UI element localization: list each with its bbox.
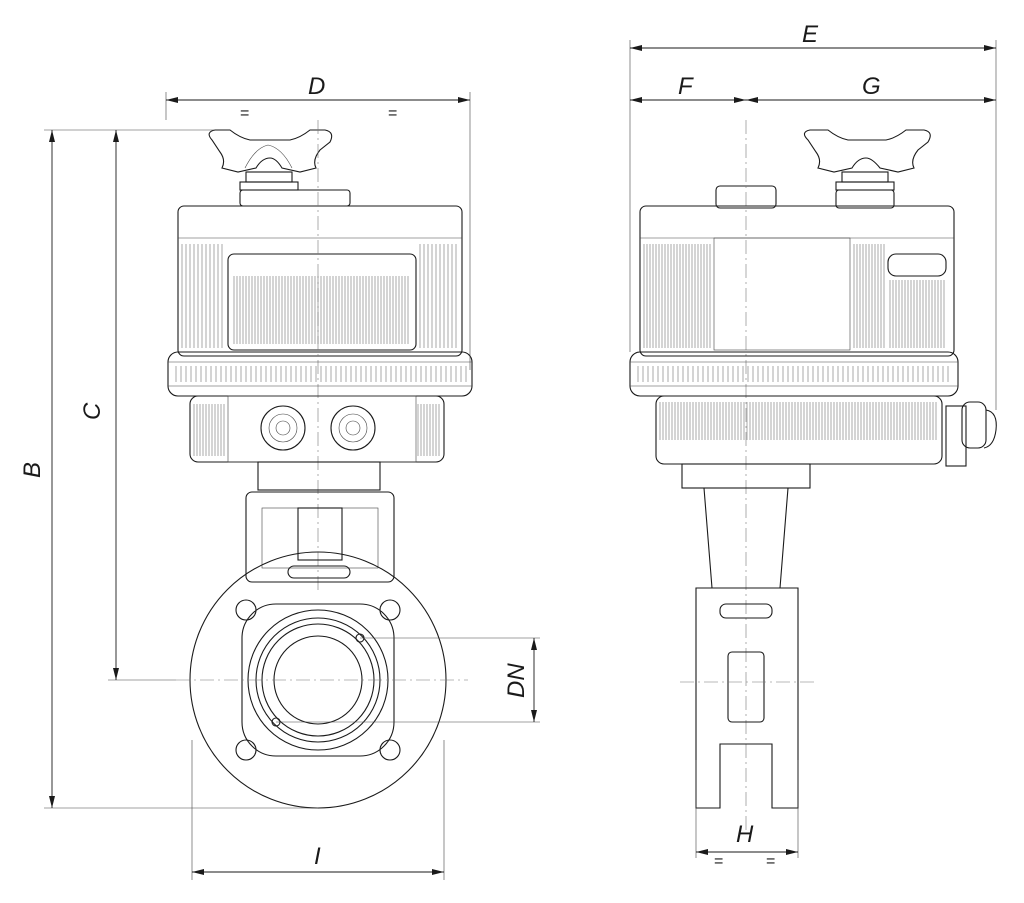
symmetry-mark-top-left: =: [240, 105, 249, 122]
actuator-body-side: [639, 205, 955, 357]
dim-label-dn: DN: [503, 663, 530, 698]
ring-band-side: [629, 351, 959, 397]
dim-label-h: H: [736, 821, 754, 848]
dim-label-c: C: [79, 402, 106, 420]
bracket-side: [680, 463, 818, 809]
symmetry-mark-bottom-left: =: [714, 853, 723, 870]
dimension-lines: [44, 40, 997, 880]
handwheel-side: [715, 120, 931, 830]
symmetry-mark-bottom-right: =: [766, 853, 775, 870]
side-view: [629, 120, 997, 830]
front-view: [167, 120, 473, 809]
actuator-body-front: [177, 120, 463, 592]
lower-housing-front: [189, 395, 445, 463]
lower-housing-side: [655, 395, 997, 467]
bracket-front: [245, 461, 395, 583]
dim-label-i: I: [314, 843, 321, 870]
dim-label-e: E: [802, 21, 819, 48]
dim-label-f: F: [678, 73, 694, 100]
dim-label-d: D: [308, 73, 325, 100]
flange-front: [176, 551, 468, 809]
handwheel-front: [208, 129, 351, 207]
ring-band-front: [167, 351, 473, 397]
symmetry-mark-top-right: =: [388, 105, 397, 122]
dim-label-g: G: [862, 73, 881, 100]
dim-label-b: B: [19, 462, 46, 478]
